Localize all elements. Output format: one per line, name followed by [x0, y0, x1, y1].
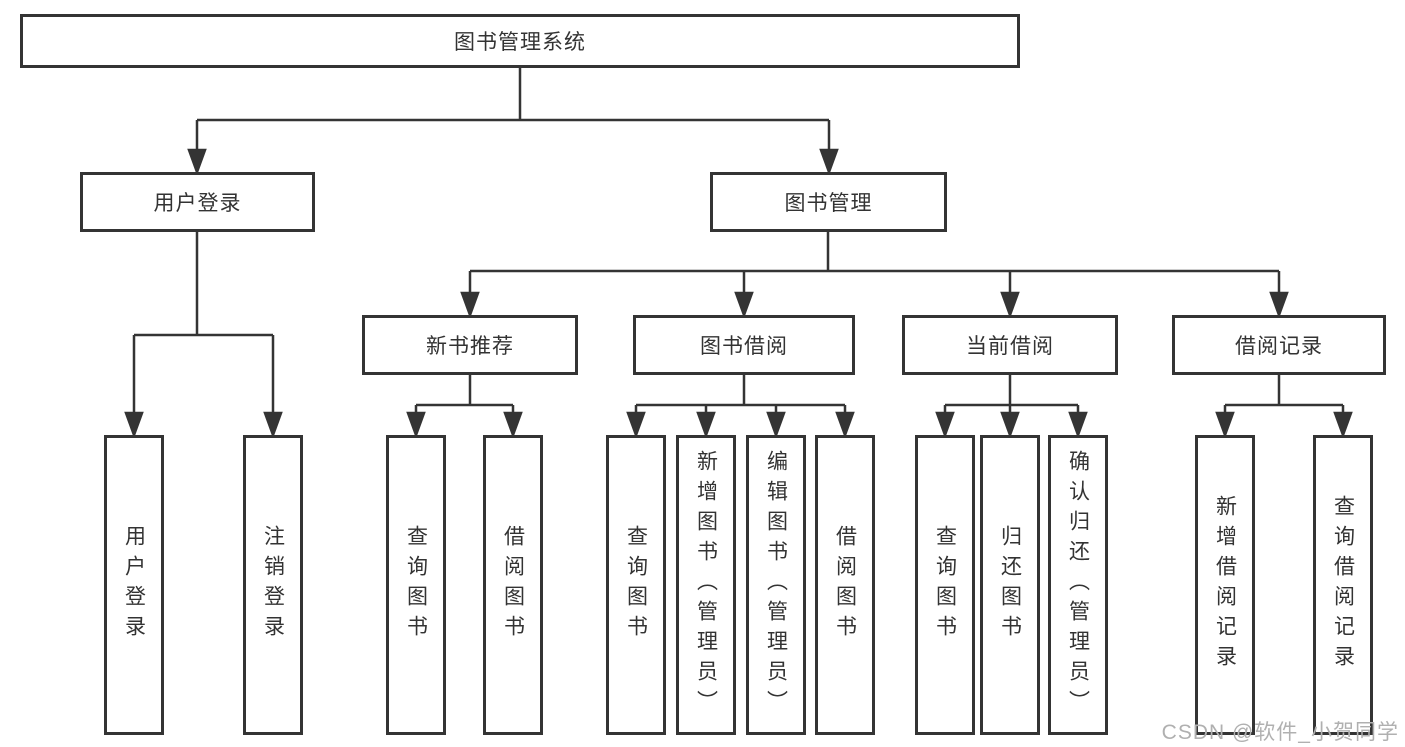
node-user-login-label: 用户登录 [153, 192, 242, 215]
leaf-query-books-current-label: 查询图书 [933, 525, 957, 645]
node-borrow-record-label: 借阅记录 [1235, 335, 1323, 358]
connector-book-management-children [460, 232, 1289, 319]
node-current-borrow: 当前借阅 [902, 315, 1118, 375]
node-book-management: 图书管理 [710, 172, 947, 232]
node-root-system: 图书管理系统 [20, 14, 1020, 68]
leaf-add-borrow-record: 新增借阅记录 [1195, 435, 1255, 735]
connector-borrow-record-children [1215, 375, 1353, 439]
node-user-login: 用户登录 [80, 172, 315, 232]
node-current-borrow-label: 当前借阅 [966, 335, 1054, 358]
node-new-book-recommend: 新书推荐 [362, 315, 578, 375]
leaf-query-books-borrow: 查询图书 [606, 435, 666, 735]
leaf-confirm-return-admin-label: 确认归还（管理员） [1066, 450, 1090, 720]
csdn-watermark: CSDN @软件_小贺同学 [1161, 721, 1399, 744]
leaf-return-book: 归还图书 [980, 435, 1040, 735]
leaf-borrow-books: 借阅图书 [815, 435, 875, 735]
connector-current-borrow-children [935, 375, 1088, 439]
leaf-add-book-admin-label: 新增图书（管理员） [694, 450, 718, 720]
leaf-logout: 注销登录 [243, 435, 303, 735]
leaf-borrow-books-recommend-label: 借阅图书 [501, 525, 525, 645]
leaf-logout-label: 注销登录 [261, 525, 285, 645]
connector-root-to-level2 [187, 68, 839, 176]
leaf-add-borrow-record-label: 新增借阅记录 [1213, 495, 1237, 675]
node-book-borrow: 图书借阅 [633, 315, 855, 375]
node-borrow-record: 借阅记录 [1172, 315, 1386, 375]
node-root-label: 图书管理系统 [454, 31, 586, 54]
node-new-book-recommend-label: 新书推荐 [426, 335, 514, 358]
connector-new-book-children [406, 375, 523, 439]
connector-book-borrow-children [626, 375, 855, 439]
node-book-borrow-label: 图书借阅 [700, 335, 788, 358]
leaf-edit-book-admin: 编辑图书（管理员） [746, 435, 806, 735]
leaf-query-books-recommend: 查询图书 [386, 435, 446, 735]
leaf-borrow-books-recommend: 借阅图书 [483, 435, 543, 735]
leaf-user-login: 用户登录 [104, 435, 164, 735]
leaf-query-books-borrow-label: 查询图书 [624, 525, 648, 645]
leaf-add-book-admin: 新增图书（管理员） [676, 435, 736, 735]
leaf-return-book-label: 归还图书 [998, 525, 1022, 645]
leaf-query-borrow-record: 查询借阅记录 [1313, 435, 1373, 735]
leaf-confirm-return-admin: 确认归还（管理员） [1048, 435, 1108, 735]
leaf-query-books-recommend-label: 查询图书 [404, 525, 428, 645]
leaf-borrow-books-label: 借阅图书 [833, 525, 857, 645]
leaf-query-borrow-record-label: 查询借阅记录 [1331, 495, 1355, 675]
leaf-query-books-current: 查询图书 [915, 435, 975, 735]
leaf-edit-book-admin-label: 编辑图书（管理员） [764, 450, 788, 720]
leaf-user-login-label: 用户登录 [122, 525, 146, 645]
connector-user-login-children [124, 232, 283, 439]
node-book-management-label: 图书管理 [784, 192, 873, 215]
